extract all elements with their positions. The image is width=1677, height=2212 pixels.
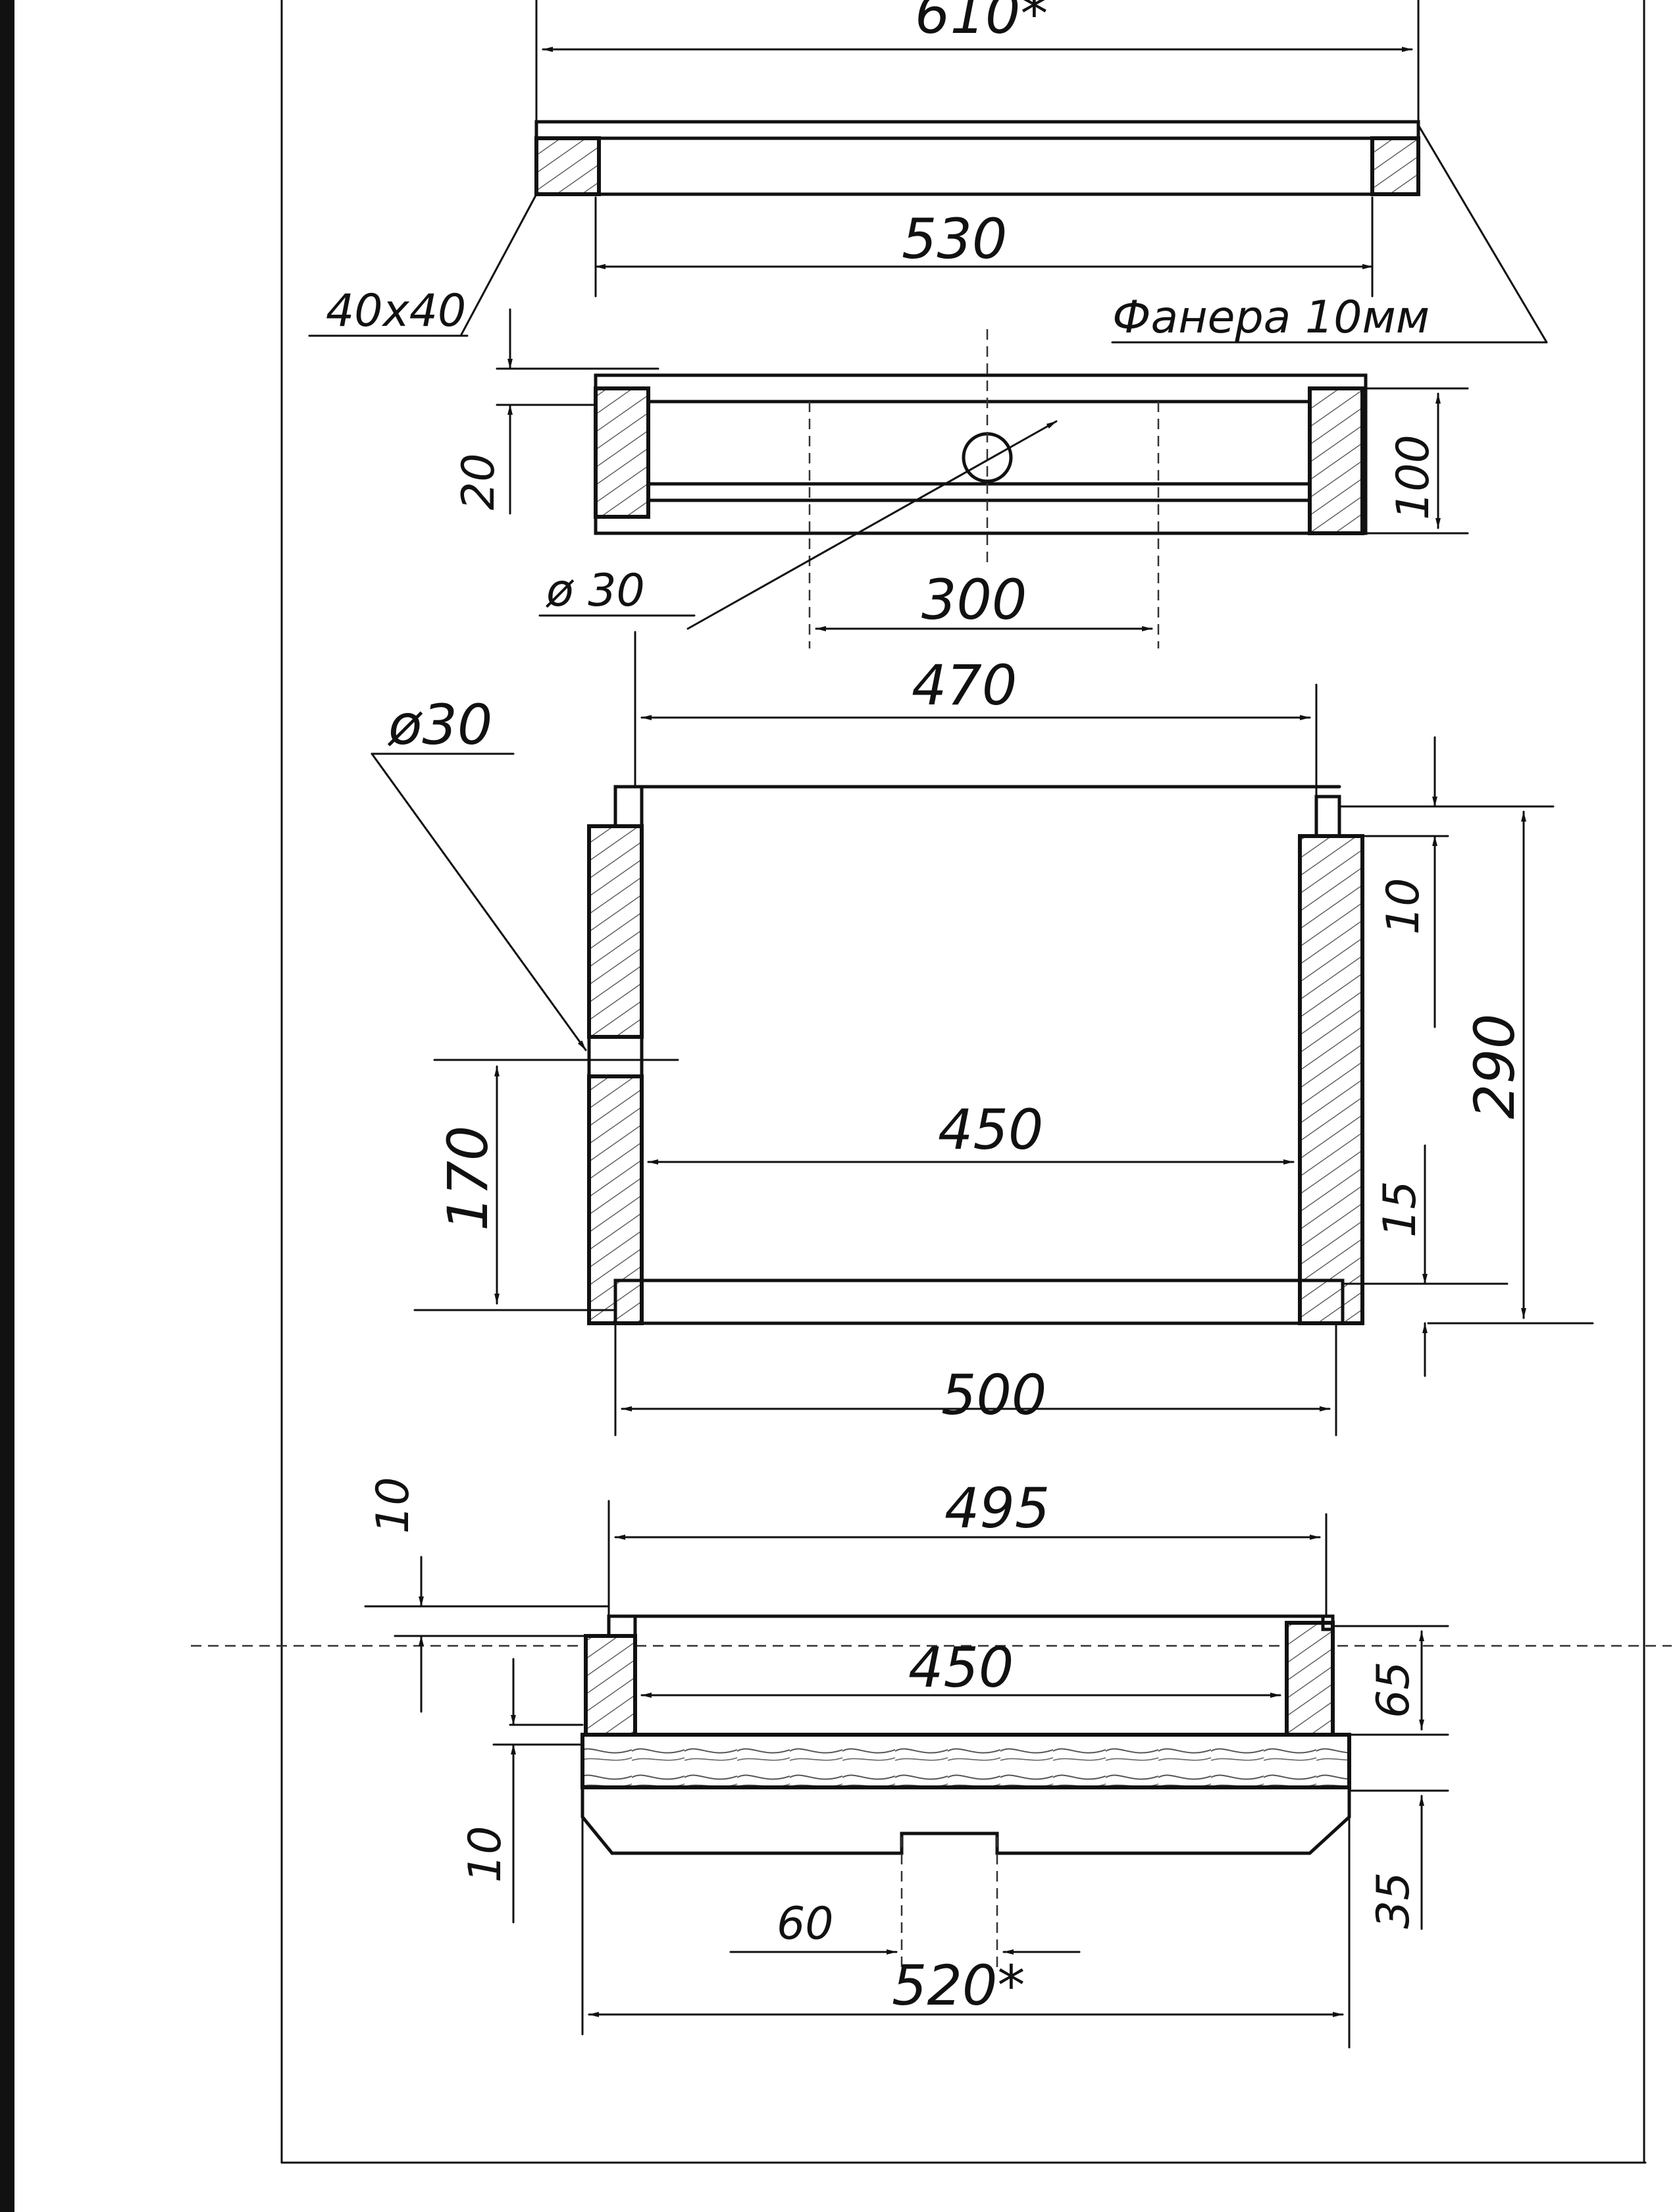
side-left-height-label: 170 <box>436 1126 500 1231</box>
base-board <box>580 1733 1351 1789</box>
front-height-right-label: 100 <box>1387 434 1439 520</box>
front-view: 20 100 ø 30 300 <box>453 308 1469 648</box>
base-right-post <box>1285 1621 1335 1737</box>
side-bottom-width-label: 500 <box>941 1363 1046 1427</box>
inner-width-label: 530 <box>902 207 1007 271</box>
front-right-post <box>1308 386 1364 535</box>
base-view: 495 450 10 10 65 35 60 520* <box>364 1476 1449 2049</box>
side-right-top-label: 10 <box>1378 878 1430 935</box>
plywood-note: Фанера 10мм <box>1112 292 1430 344</box>
side-inner-width-label: 450 <box>938 1097 1043 1162</box>
base-left-post <box>584 1634 637 1737</box>
base-right-upper-label: 65 <box>1368 1661 1420 1718</box>
base-left-top-label: 10 <box>367 1477 419 1534</box>
side-top-width-label: 470 <box>912 653 1017 718</box>
notch-width-label: 60 <box>777 1898 834 1950</box>
base-total-width-label: 520* <box>892 1953 1025 2018</box>
left-bar-section <box>534 136 601 196</box>
base-right-lower-label: 35 <box>1368 1872 1420 1929</box>
front-height-left-label: 20 <box>453 453 505 510</box>
side-left-post-upper <box>587 824 644 1039</box>
side-right-bottom-label: 15 <box>1374 1180 1426 1238</box>
front-left-post <box>594 386 650 519</box>
side-right-post <box>1298 834 1364 1325</box>
overall-width-label: 610* <box>915 0 1048 46</box>
base-inner-width-label: 450 <box>908 1635 1014 1700</box>
base-left-bottom-label: 10 <box>459 1826 511 1883</box>
base-top-width-label: 495 <box>944 1476 1050 1540</box>
side-right-total-label: 290 <box>1462 1014 1527 1119</box>
side-frame-view: 470 ø30 450 500 170 10 290 15 <box>371 631 1594 1436</box>
right-bar-section <box>1370 136 1420 196</box>
top-view: 610* 530 40x40 Фанера 10мм <box>308 0 1548 344</box>
hole-spacing-label: 300 <box>921 567 1027 632</box>
bar-section-label: 40x40 <box>326 285 466 337</box>
side-hole-label: ø30 <box>387 693 492 757</box>
front-hole-diameter-label: ø 30 <box>546 565 645 617</box>
